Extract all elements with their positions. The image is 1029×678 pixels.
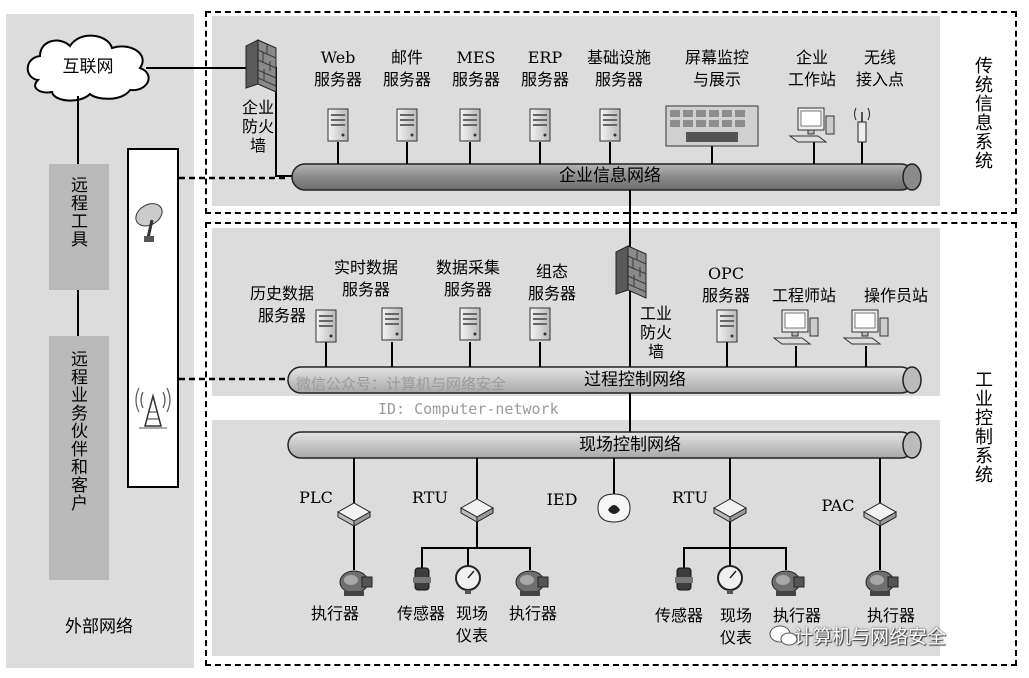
node-infra-line2: 服务器 [594, 70, 643, 89]
radio-tower-icon [135, 387, 171, 429]
watermark-id: ID: Computer-network [378, 400, 559, 418]
wechat-brand-icon [769, 625, 798, 646]
proc-acquisition-line1: 数据采集 [435, 258, 500, 277]
node-web-line1: Web [320, 48, 356, 67]
web-server-icon [327, 108, 349, 142]
operator-station-icon [843, 309, 889, 345]
industrial-firewall-icon [615, 245, 647, 299]
sensor-icon-2 [674, 567, 694, 591]
remote-partners-label: 远程业务伙伴和客户 [67, 350, 87, 512]
enterprise-network-pipe [291, 163, 922, 191]
process-network-label: 过程控制网络 [584, 370, 686, 390]
actuator-label-2: 执行器 [508, 604, 557, 623]
data-acquisition-server-icon [459, 307, 481, 341]
node-wireless-line1: 无线 [863, 48, 896, 67]
controller-rtu-label: RTU [412, 488, 448, 507]
industrial-firewall-label: 工业防火墙 [639, 304, 672, 361]
controller-pac-label: PAC [821, 496, 855, 515]
rtu-controller-icon [460, 498, 494, 523]
satellite-dish-icon [135, 203, 163, 242]
sensor-label-2: 传感器 [654, 606, 703, 625]
proc-engineer-label: 工程师站 [771, 286, 836, 305]
internet-label: 互联网 [62, 57, 114, 77]
realtime-data-server-icon [381, 307, 403, 341]
actuator-label-4: 执行器 [866, 606, 915, 625]
wireless-access-point-icon [854, 107, 870, 143]
plc-controller-icon [337, 502, 371, 527]
enterprise-firewall-label: 企业防火墙 [241, 98, 274, 155]
enterprise-firewall-icon [245, 39, 277, 93]
controller-plc-label: PLC [299, 488, 333, 507]
configuration-server-icon [529, 307, 551, 341]
pac-controller-icon [863, 502, 897, 527]
node-mail-line1: 邮件 [390, 48, 423, 67]
enterprise-network-label: 企业信息网络 [559, 166, 661, 186]
traditional-system-label: 传统信息系统 [972, 56, 993, 170]
remote-tools-label: 远程工具 [67, 176, 87, 248]
node-web-line2: 服务器 [313, 70, 362, 89]
instrument-gauge-icon-1 [455, 565, 481, 595]
proc-config-line2: 服务器 [527, 284, 576, 303]
watermark-wechat-account: 微信公众号：计算机与网络安全 [296, 375, 507, 393]
proc-historian-line2: 服务器 [257, 306, 306, 325]
opc-server-icon [716, 309, 738, 343]
instrument-gauge-icon-2 [717, 565, 743, 595]
external-network-label: 外部网络 [65, 617, 133, 637]
proc-config-line1: 组态 [535, 262, 568, 281]
traditional-system-border [205, 11, 1017, 214]
proc-realtime-line1: 实时数据 [333, 258, 398, 277]
ied-device-icon [597, 493, 631, 523]
proc-operator-label: 操作员站 [863, 286, 928, 305]
mail-server-icon [396, 108, 418, 142]
proc-acquisition-line2: 服务器 [443, 280, 492, 299]
node-wireless-line2: 接入点 [855, 70, 904, 89]
node-mes-line2: 服务器 [451, 70, 500, 89]
field-network-label: 现场控制网络 [579, 435, 681, 455]
node-erp-line2: 服务器 [520, 70, 569, 89]
controller-rtu2-label: RTU [672, 488, 708, 507]
enterprise-workstation-icon [789, 107, 835, 143]
instrument-label-1-line1: 现场 [455, 604, 488, 623]
actuator-icon-2 [515, 570, 549, 597]
internet-cloud-icon [26, 34, 150, 102]
node-erp-line1: ERP [527, 48, 563, 67]
industrial-system-border [205, 222, 1017, 666]
proc-opc-line1: OPC [707, 264, 745, 283]
node-mes-line1: MES [456, 48, 496, 67]
proc-historian-line1: 历史数据 [249, 284, 314, 303]
remote-partners-box [49, 336, 109, 580]
node-workstation-line2: 工作站 [787, 70, 836, 89]
industrial-system-label: 工业控制系统 [972, 370, 993, 484]
node-workstation-line1: 企业 [795, 48, 828, 67]
actuator-icon-1 [339, 570, 373, 597]
field-network-pipe [287, 431, 922, 459]
actuator-icon-3 [771, 570, 805, 597]
actuator-label-3: 执行器 [772, 606, 821, 625]
sensor-label-1: 传感器 [396, 604, 445, 623]
engineer-station-icon [773, 309, 819, 345]
sensor-icon-1 [412, 567, 432, 591]
monitoring-wall-icon [665, 105, 759, 147]
node-monitor-line1: 屏幕监控 [684, 48, 749, 67]
node-mail-line2: 服务器 [382, 70, 431, 89]
rtu-controller-icon-2 [713, 498, 747, 523]
proc-opc-line2: 服务器 [701, 286, 750, 305]
actuator-label-1: 执行器 [310, 604, 359, 623]
erp-server-icon [529, 108, 551, 142]
controller-ied-label: IED [546, 490, 578, 509]
proc-realtime-line2: 服务器 [341, 280, 390, 299]
remote-tools-box [49, 164, 109, 290]
watermark-brand: 计算机与网络安全 [794, 626, 947, 648]
instrument-label-2-line2: 仪表 [719, 628, 752, 647]
instrument-label-2-line1: 现场 [719, 606, 752, 625]
actuator-icon-4 [865, 570, 899, 597]
node-infra-line1: 基础设施 [586, 48, 651, 67]
infrastructure-server-icon [599, 108, 621, 142]
mes-server-icon [459, 108, 481, 142]
instrument-label-1-line2: 仪表 [455, 626, 488, 645]
field-control-panel [212, 420, 940, 656]
process-network-pipe [287, 366, 922, 394]
node-monitor-line2: 与展示 [692, 70, 741, 89]
